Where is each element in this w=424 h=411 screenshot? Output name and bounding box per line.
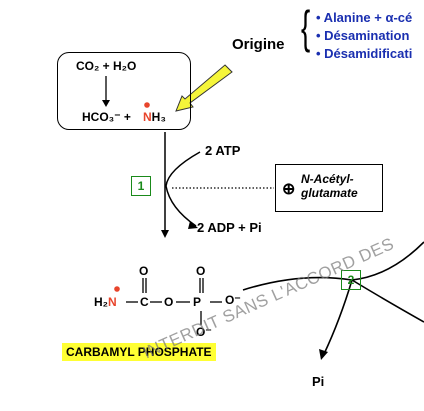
nh3-electron-dot	[144, 102, 150, 108]
adp-curve	[165, 185, 197, 227]
carbamyl-nitrogen: N	[108, 295, 117, 309]
step-1-badge: 1	[131, 176, 151, 196]
origin-brace: {	[301, 1, 311, 53]
carbamyl-oxygen-right: O⁻	[225, 293, 241, 307]
activator-name: N-Acétyl-glutamate	[301, 172, 358, 200]
carbamyl-oxygen-bottom: O⁻	[196, 325, 212, 339]
atp-curve	[165, 151, 201, 187]
ornithine-curve	[351, 241, 424, 281]
carbamyl-phosphorus: P	[193, 295, 202, 309]
pi-label: Pi	[312, 374, 325, 389]
step-2-badge: 2	[341, 270, 361, 290]
origin-list: • Alanine + α-cé • Désamination • Désami…	[316, 9, 412, 63]
origin-label: Origine	[232, 36, 285, 53]
origin-item-alanine: • Alanine + α-cé	[316, 10, 413, 25]
nh3-nitrogen: N	[143, 110, 152, 124]
carbamyl-oxygen-top-p: O	[196, 264, 206, 278]
atp-label: 2 ATP	[205, 143, 241, 158]
origin-item-desamination: • Désamination	[316, 28, 410, 43]
activator-plus-icon: ⊕	[282, 181, 296, 198]
main-arrow-head	[161, 230, 169, 238]
carbamyl-carbon: C	[140, 295, 149, 309]
adp-label: 2 ADP + Pi	[197, 220, 262, 235]
carbamyl-electron-dot	[114, 286, 120, 292]
pi-curve	[323, 279, 353, 355]
carbamyl-phosphate-label: CARBAMYL PHOSPHATE	[62, 343, 216, 361]
carbamyl-h2-text: H₂	[94, 295, 108, 309]
carbamyl-h2: H₂N	[94, 295, 117, 309]
carbamyl-curve-in	[242, 276, 353, 291]
nh3-text: NH₃	[143, 110, 166, 124]
activator-box	[275, 164, 383, 212]
citrulline-curve	[351, 279, 424, 323]
hco3-text: HCO₃⁻ +	[82, 110, 131, 124]
adp-arrow-head	[188, 221, 198, 229]
co2-box	[57, 52, 191, 130]
origin-item-desamidification: • Désamidificati	[316, 46, 413, 61]
co2-arrow-head	[102, 100, 110, 107]
nh3-hydrogen: H₃	[151, 110, 166, 124]
carbamyl-oxygen-top-c: O	[139, 264, 149, 278]
pi-arrow-head	[319, 349, 328, 360]
co2-h2o-text: CO₂ + H₂O	[76, 59, 137, 73]
carbamyl-oxygen-bridge: O	[164, 295, 174, 309]
